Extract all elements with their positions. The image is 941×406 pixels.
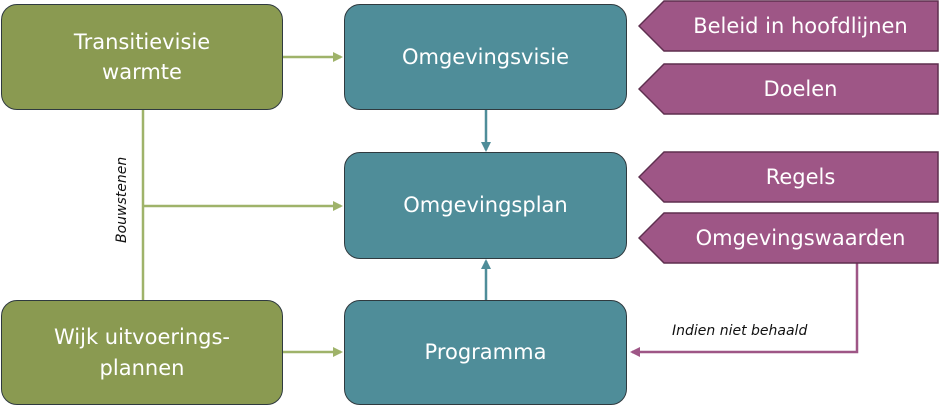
tag-omgevingswaarden-label: Omgevingswaarden <box>695 226 906 250</box>
arrow-omgevingswaarden-to-programma <box>630 261 859 357</box>
tag-beleid-label: Beleid in hoofdlijnen <box>693 14 908 38</box>
tag-beleid-shape <box>638 0 939 52</box>
tag-regels-label: Regels <box>765 165 836 189</box>
transitievisie-warmte-box: Transitievisie warmte <box>1 4 283 110</box>
tag-regels-shape <box>638 151 939 203</box>
tag-omgevingswaarden: Omgevingswaarden <box>638 212 939 264</box>
omgevingsplan-box: Omgevingsplan <box>344 152 627 259</box>
tag-doelen-label: Doelen <box>763 77 838 101</box>
transitievisie-line2: warmte <box>102 60 182 84</box>
omgevingsplan-label: Omgevingsplan <box>403 193 568 218</box>
wijk-line2: plannen <box>99 355 185 380</box>
tag-doelen-shape <box>638 63 939 115</box>
wijk-uitvoeringsplannen-box: Wijk uitvoerings- plannen <box>1 300 283 405</box>
programma-box: Programma <box>344 300 627 405</box>
transitievisie-line1: Transitievisie <box>73 29 211 54</box>
tag-omgevingswaarden-shape <box>638 212 939 264</box>
programma-label: Programma <box>424 340 547 365</box>
omgevingsvisie-box: Omgevingsvisie <box>344 4 627 110</box>
tag-regels: Regels <box>638 151 939 203</box>
indien-niet-behaald-label: Indien niet behaald <box>672 323 808 339</box>
tag-doelen: Doelen <box>638 63 939 115</box>
bouwstenen-label: Bouwstenen <box>114 156 130 243</box>
tag-beleid-in-hoofdlijnen: Beleid in hoofdlijnen <box>638 0 939 52</box>
wijk-line1: Wijk uitvoerings- <box>53 325 230 350</box>
omgevingsvisie-label: Omgevingsvisie <box>401 44 570 69</box>
